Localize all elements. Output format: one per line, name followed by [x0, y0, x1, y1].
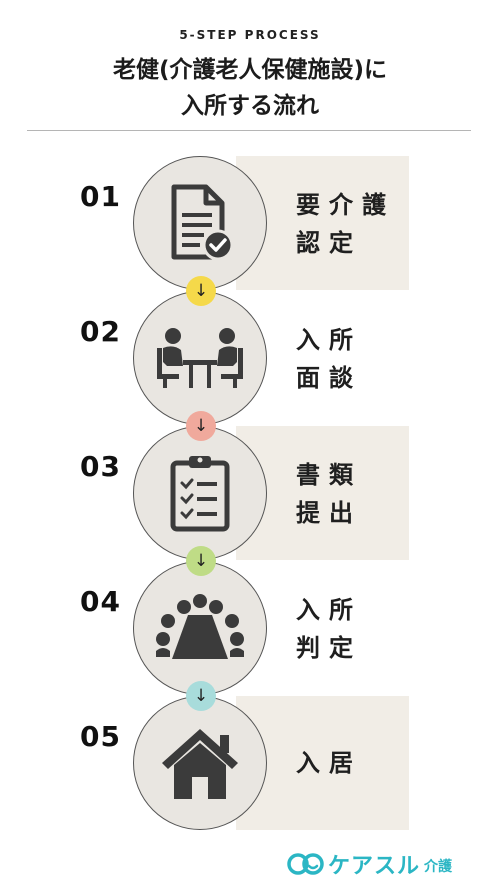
step-1-label-line2: 認定 [296, 229, 362, 257]
step-3-circle [133, 426, 267, 560]
step-3: 03 書類 提出 [0, 426, 500, 560]
clipboard-checklist-icon [170, 456, 230, 532]
step-3-label: 書類 提出 [296, 456, 362, 532]
title-line-1: 老健(介護老人保健施設)に [112, 57, 388, 83]
step-3-label-line1: 書類 [296, 461, 362, 489]
arrow-2-down-icon: ↓ [186, 411, 216, 441]
step-5-circle [133, 696, 267, 830]
step-1-label: 要介護 認定 [296, 186, 395, 262]
step-1-circle [133, 156, 267, 290]
brand-name: ケアスル [328, 854, 421, 879]
step-2-label-line2: 面談 [296, 364, 362, 392]
step-2-number: 02 [80, 315, 121, 348]
page-title: 老健(介護老人保健施設)に 入所する流れ [0, 52, 500, 124]
step-4-circle [133, 561, 267, 695]
step-2-label-line1: 入所 [296, 326, 362, 354]
step-5-number: 05 [80, 720, 121, 753]
step-1-label-line1: 要介護 [296, 191, 395, 219]
step-2-circle [133, 291, 267, 425]
step-4-label-line2: 判定 [296, 634, 362, 662]
arrow-4-down-icon: ↓ [186, 681, 216, 711]
brand-mark-icon [287, 853, 324, 875]
title-divider [27, 130, 471, 131]
step-1: 01 要介護 認定 [0, 156, 500, 290]
arrow-3-down-icon: ↓ [186, 546, 216, 576]
step-2: 02 入所 面談 [0, 291, 500, 425]
brand-logo: ケアスル 介護 [286, 848, 452, 880]
step-4-label: 入所 判定 [296, 591, 362, 667]
conference-group-icon [156, 594, 244, 659]
step-3-label-line2: 提出 [296, 499, 362, 527]
step-1-number: 01 [80, 180, 121, 213]
title-line-2: 入所する流れ [181, 93, 319, 119]
arrow-1-down-icon: ↓ [186, 276, 216, 306]
step-4: 04 入所 判定 [0, 561, 500, 695]
step-5-label-line1: 入居 [296, 749, 362, 777]
step-2-label: 入所 面談 [296, 321, 362, 397]
meeting-table-icon [157, 328, 243, 388]
step-4-label-line1: 入所 [296, 596, 362, 624]
step-5-label: 入居 [296, 744, 362, 782]
document-check-icon [171, 184, 234, 261]
step-4-number: 04 [80, 585, 121, 618]
house-icon [162, 729, 238, 799]
step-3-number: 03 [80, 450, 121, 483]
eyebrow-label: 5-STEP PROCESS [179, 28, 321, 42]
brand-sub: 介護 [424, 859, 453, 875]
step-5: 05 入居 [0, 696, 500, 830]
